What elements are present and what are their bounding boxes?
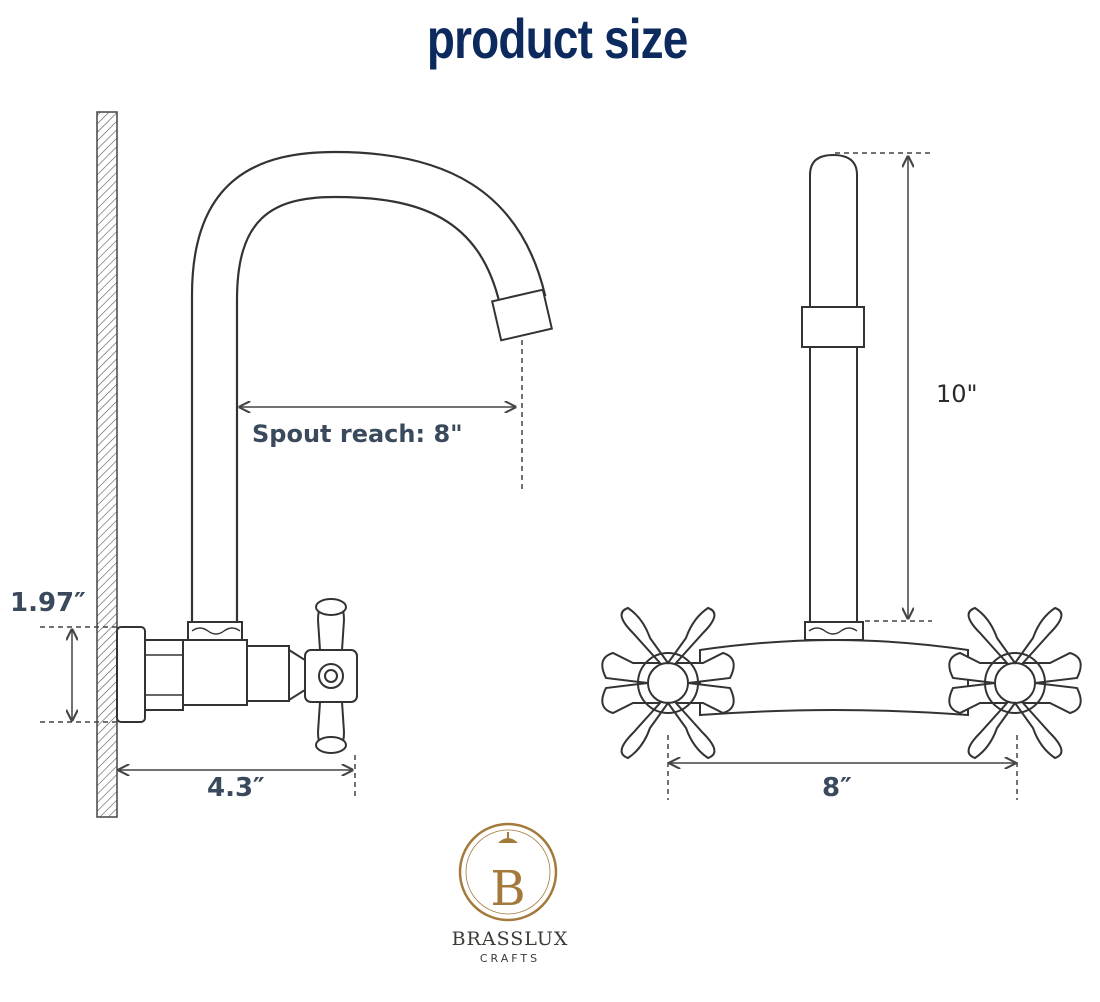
shower-head-icon bbox=[498, 838, 518, 843]
valve-body bbox=[182, 639, 248, 706]
wall-flange bbox=[116, 626, 146, 723]
logo-letter: B bbox=[490, 861, 525, 917]
brand-subtitle: CRAFTS bbox=[479, 952, 541, 965]
spout-collar bbox=[187, 621, 243, 641]
wall bbox=[96, 111, 118, 818]
inlet-height-label: 1.97″ bbox=[10, 588, 86, 618]
handle-hub bbox=[304, 649, 358, 703]
valve-bonnet bbox=[246, 645, 290, 702]
spout-gooseneck bbox=[190, 150, 547, 622]
hex-nut bbox=[144, 639, 184, 711]
front-collar bbox=[804, 621, 864, 641]
left-cross-handle bbox=[601, 606, 735, 760]
center-spacing-label: 8″ bbox=[822, 773, 852, 803]
height-label: 10" bbox=[936, 380, 978, 408]
front-spout-ring bbox=[801, 306, 865, 348]
brasslux-logo: B bbox=[458, 822, 558, 922]
front-body bbox=[699, 638, 969, 717]
wall-depth-label: 4.3″ bbox=[207, 773, 265, 803]
page-title: product size bbox=[426, 7, 688, 70]
front-spout bbox=[809, 153, 858, 622]
spout-reach-label: Spout reach: 8" bbox=[252, 420, 463, 448]
brand-name: BRASSLUX bbox=[451, 928, 569, 950]
right-cross-handle bbox=[948, 606, 1082, 760]
front-view bbox=[601, 153, 1082, 760]
side-dimension-lines bbox=[40, 340, 523, 800]
side-view bbox=[96, 111, 554, 818]
front-dimension-lines bbox=[667, 152, 1018, 800]
spout-tip bbox=[490, 288, 554, 342]
